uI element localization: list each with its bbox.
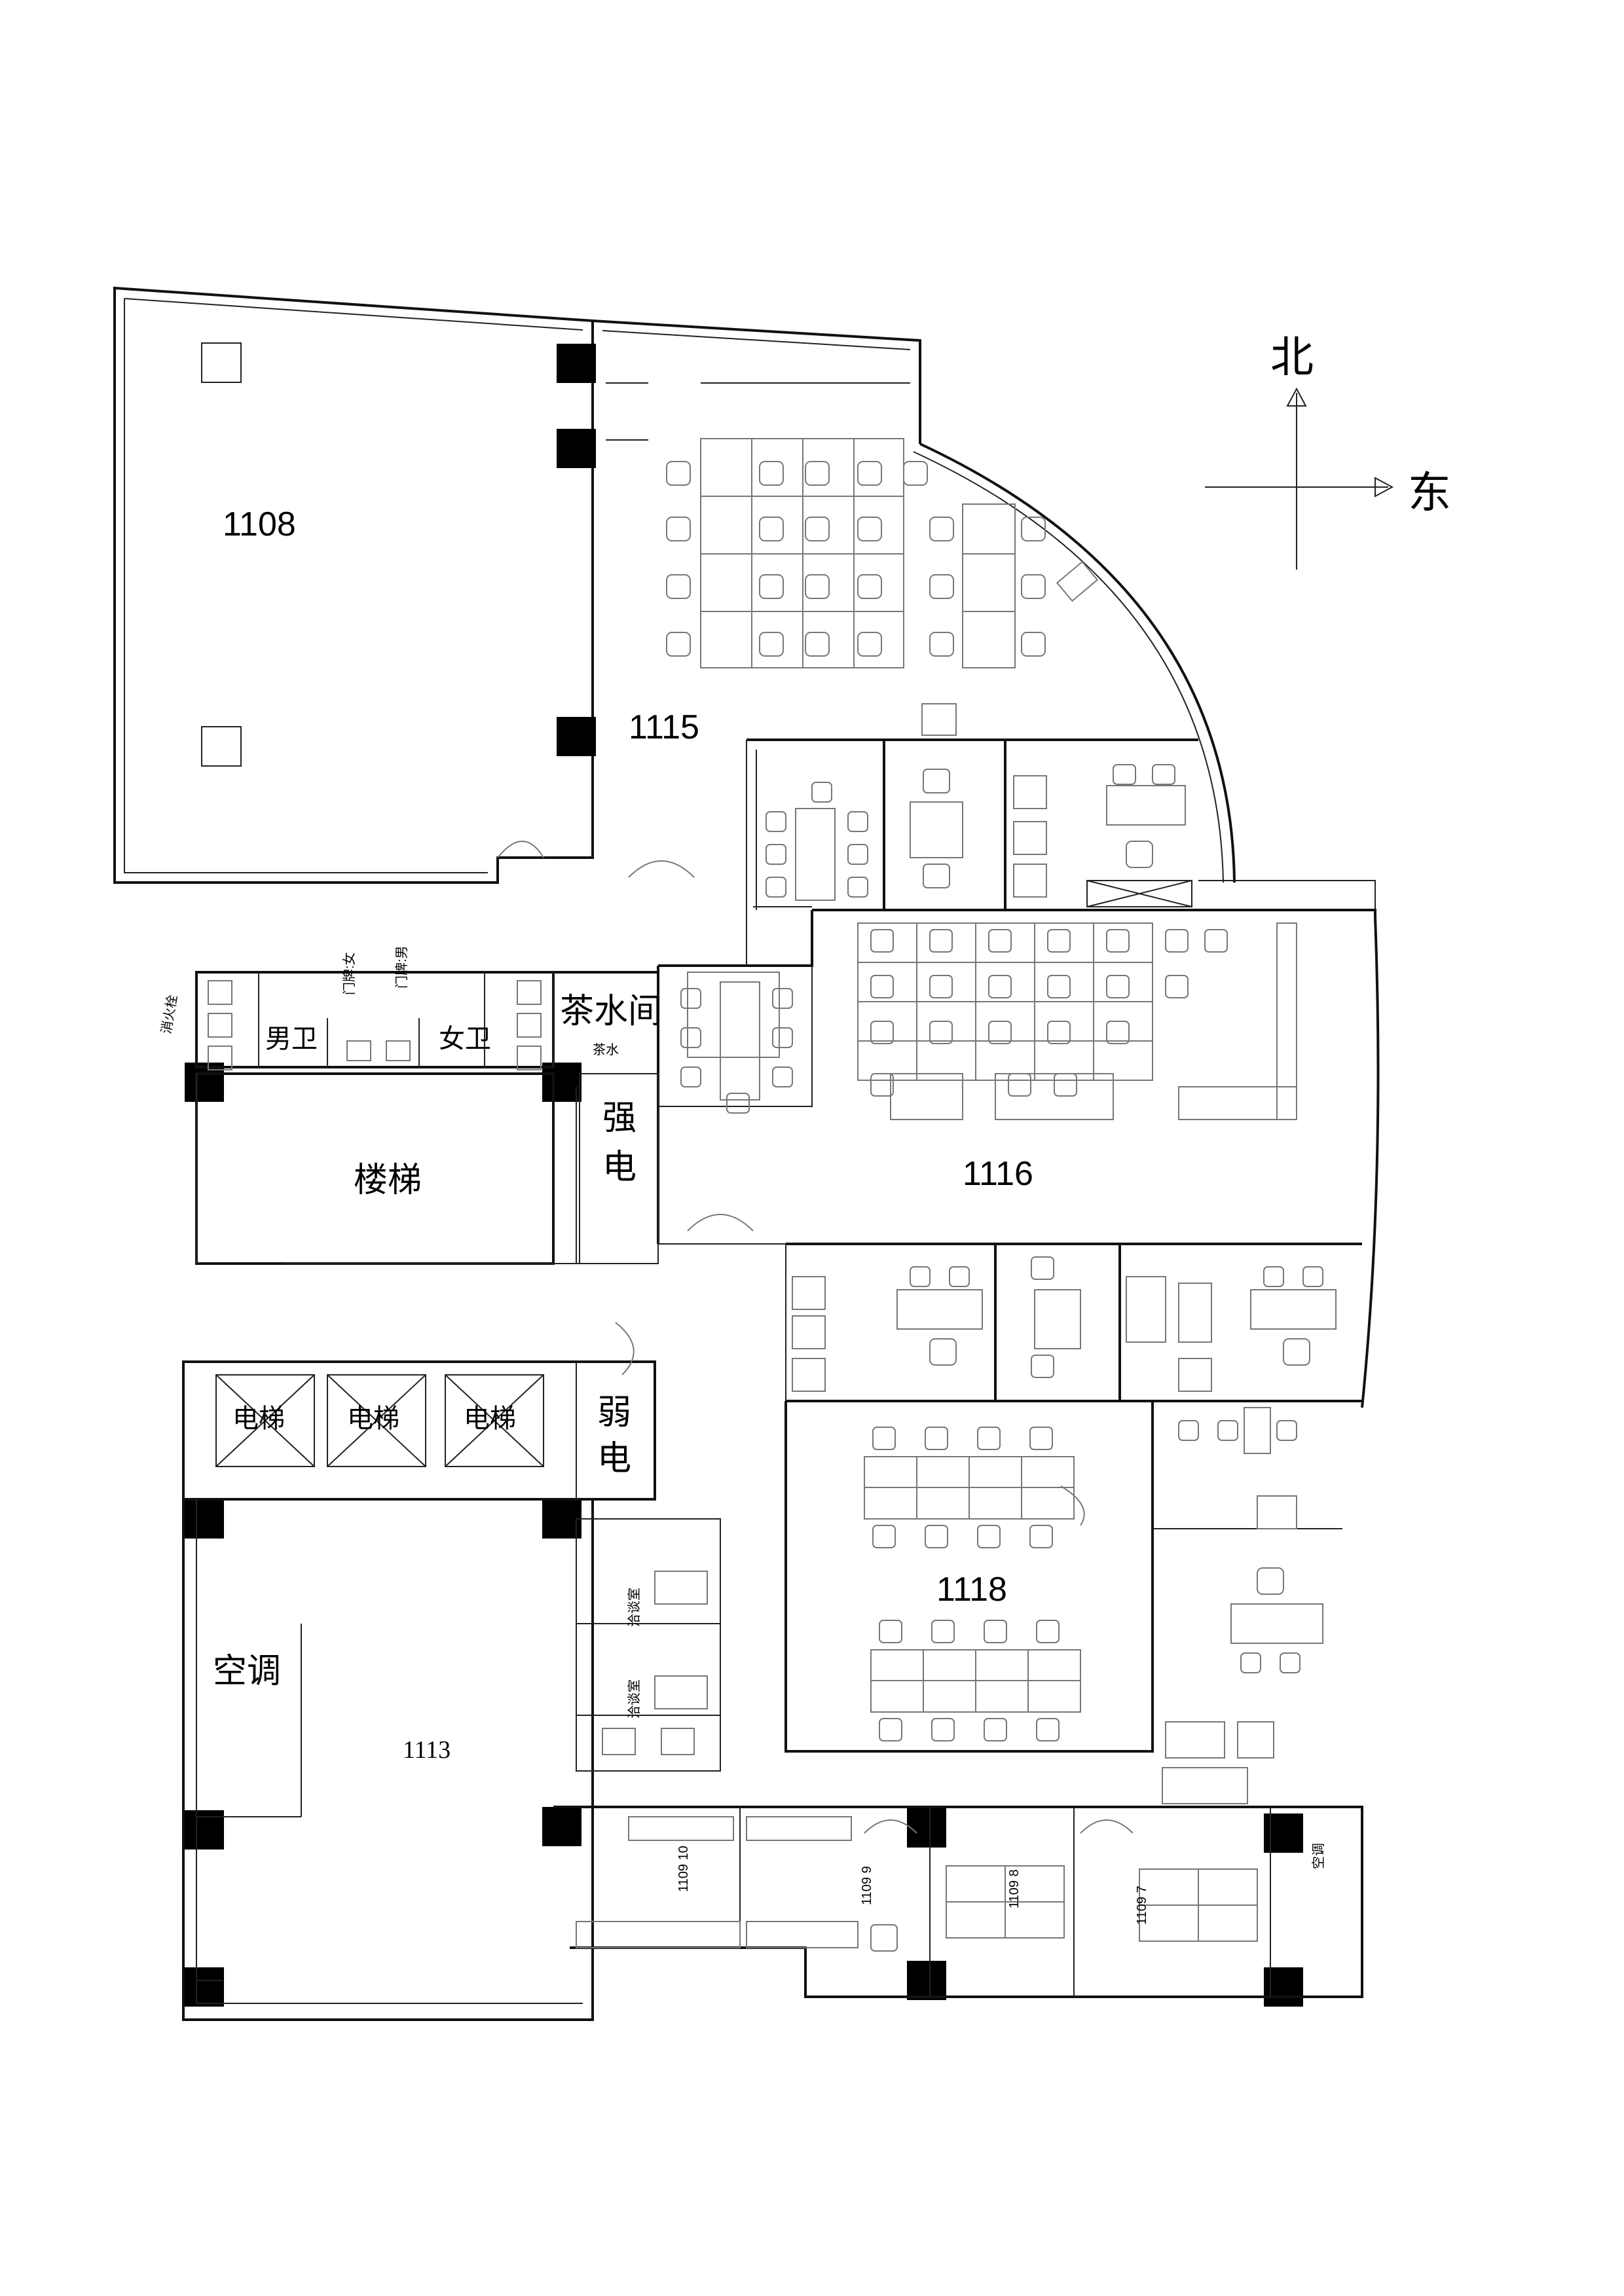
stairs-label: 楼梯 [354, 1161, 422, 1199]
north-label: 北 [1270, 333, 1314, 381]
elevator-block: 电梯 电梯 电梯 弱 电 [182, 1360, 656, 1501]
offices-north [746, 703, 1198, 966]
ac-label: 空调 [213, 1652, 281, 1690]
room-1118-label: 1118 [936, 1571, 1007, 1609]
door-swings [497, 841, 1134, 1834]
hydrant-label: 消火栓 [158, 994, 180, 1035]
tea-small-label: 茶水 [593, 1042, 619, 1057]
elevator-3-label: 电梯 [464, 1404, 516, 1433]
power-strong-2: 电 [602, 1148, 637, 1186]
room-1109-10-label: 1109 10 [676, 1846, 691, 1892]
stair-block: 楼梯 强 电 [195, 1072, 659, 1265]
workstations-1115 [666, 438, 1099, 668]
compass: 北 东 [1205, 333, 1451, 570]
room-1113-label: 1113 [403, 1736, 451, 1764]
door-male-label: 门牌:男 [394, 945, 409, 989]
meeting-rooms-small: 洽谈室 洽谈室 [576, 1518, 721, 1772]
men-wc-label: 男卫 [265, 1025, 318, 1053]
room-1115-label: 1115 [629, 708, 699, 746]
tea-room-label: 茶水间 [560, 993, 662, 1030]
power-weak-2: 电 [597, 1440, 631, 1478]
room-1108-label: 1108 [223, 505, 296, 543]
wash-room-2-label: 洽谈室 [627, 1679, 642, 1719]
restroom-block: 男卫 女卫 茶水间 茶水 消火栓 门牌:女 门牌:男 [158, 945, 662, 1106]
east-label: 东 [1408, 468, 1451, 517]
storage-label: 空调 [1311, 1843, 1326, 1869]
room-1109-8-label: 1109 8 [1007, 1869, 1022, 1908]
rooms-1109: 1109 10 1109 9 1109 8 1109 7 空调 [553, 1806, 1363, 1998]
room-1109-7-label: 1109 7 [1135, 1886, 1149, 1925]
door-female-label: 门牌:女 [342, 952, 357, 995]
structural-columns [185, 344, 1303, 2007]
room-1116-label: 1116 [963, 1155, 1033, 1193]
room-1108: 1108 [113, 286, 594, 884]
room-1115: 1115 [591, 319, 1236, 883]
room-1118: 1118 [784, 1401, 1342, 1804]
room-1109-9-label: 1109 9 [860, 1866, 874, 1905]
power-strong-1: 强 [602, 1099, 637, 1137]
offices-middle [785, 1243, 1362, 1402]
elevator-1-label: 电梯 [232, 1404, 285, 1433]
women-wc-label: 女卫 [439, 1025, 491, 1053]
power-weak-1: 弱 [597, 1394, 631, 1432]
room-1113: 空调 1113 [182, 1499, 594, 2021]
elevator-2-label: 电梯 [347, 1404, 399, 1433]
wash-room-1-label: 洽谈室 [627, 1588, 642, 1627]
